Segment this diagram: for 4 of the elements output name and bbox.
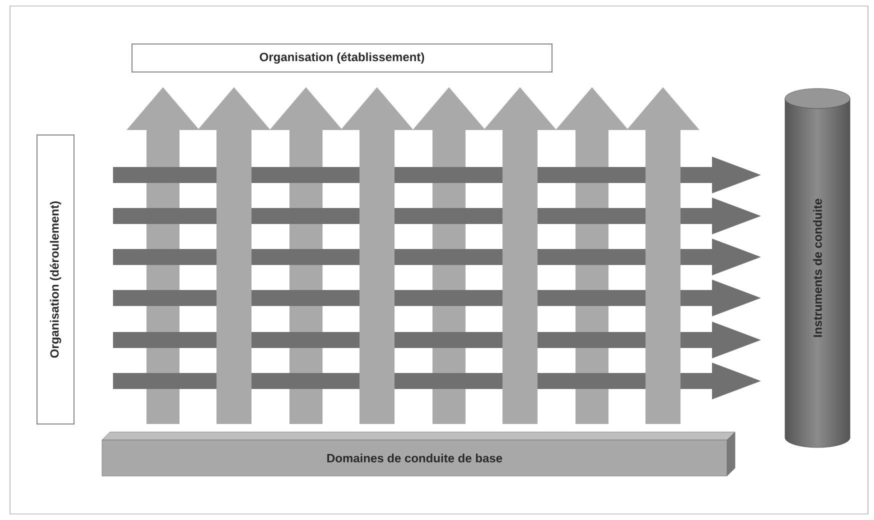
base-bar: Domaines de conduite de base: [102, 432, 736, 476]
label-box: Organisation (déroulement): [36, 134, 74, 424]
cylinder: Instruments de conduite: [784, 88, 850, 448]
label-box: Organisation (établissement): [132, 44, 552, 72]
